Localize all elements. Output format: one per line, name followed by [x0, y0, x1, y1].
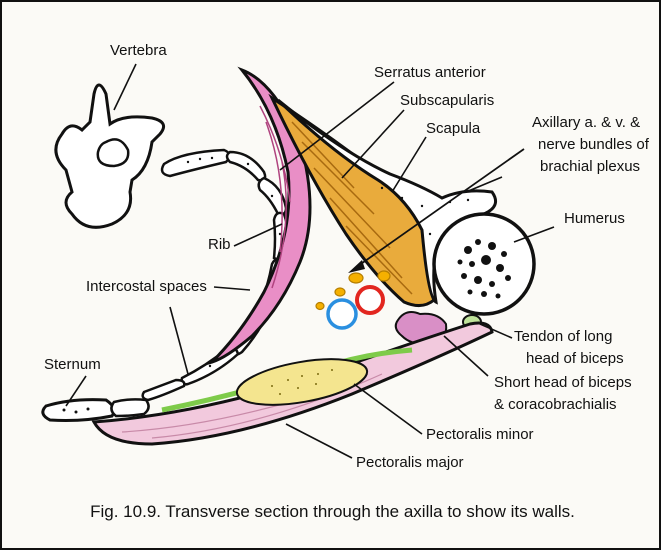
- label-tendon-line2: head of biceps: [526, 350, 624, 368]
- label-short-head-line1: Short head of biceps: [494, 374, 632, 392]
- label-vertebra: Vertebra: [110, 42, 167, 60]
- label-sternum: Sternum: [44, 356, 101, 374]
- figure-caption: Fig. 10.9. Transverse section through th…: [2, 502, 661, 522]
- label-tendon-line1: Tendon of long: [514, 328, 612, 346]
- label-pectoralis-major: Pectoralis major: [356, 454, 464, 472]
- label-humerus: Humerus: [564, 210, 625, 228]
- label-pectoralis-minor: Pectoralis minor: [426, 426, 534, 444]
- label-scapula: Scapula: [426, 120, 480, 138]
- axillary-vein: [328, 300, 356, 328]
- axillary-artery: [357, 287, 383, 313]
- label-rib: Rib: [208, 236, 231, 254]
- label-serratus-anterior: Serratus anterior: [374, 64, 486, 82]
- label-axillary-line3: brachial plexus: [540, 158, 640, 176]
- label-axillary-line1: Axillary a. & v. &: [532, 114, 640, 132]
- sternum-shape: [43, 400, 114, 421]
- label-subscapularis: Subscapularis: [400, 92, 494, 110]
- label-short-head-line2: & coracobrachialis: [494, 396, 617, 414]
- vertebral-foramen: [98, 139, 128, 166]
- label-axillary-line2: nerve bundles of: [538, 136, 649, 154]
- costal-cartilage: [111, 399, 148, 416]
- label-intercostal-spaces: Intercostal spaces: [86, 278, 207, 296]
